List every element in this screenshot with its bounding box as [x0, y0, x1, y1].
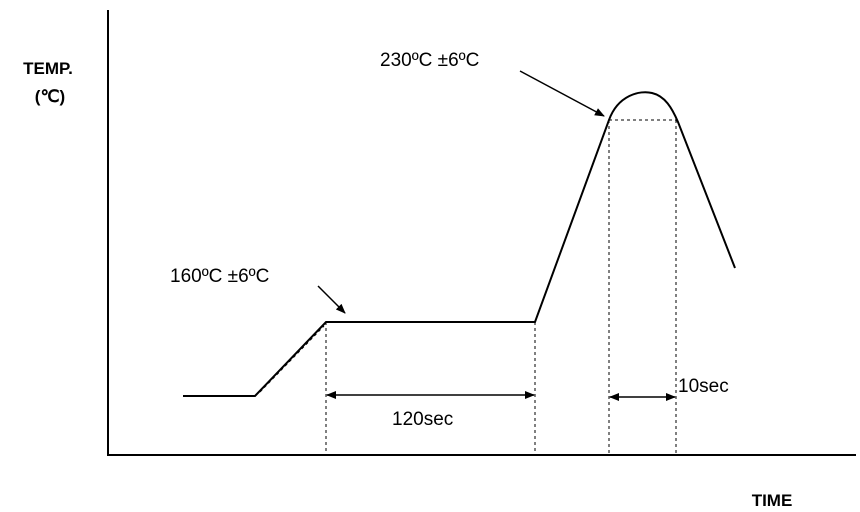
temperature-profile-curve: [183, 91, 736, 397]
ramp-dashed-overlay: [259, 325, 325, 393]
x-axis-title: TIME: [752, 491, 793, 510]
peak-temperature-label: 230ºC ±6ºC: [380, 50, 479, 71]
y-axis-unit: (℃): [35, 87, 65, 106]
peak-duration-label: 10sec: [678, 376, 729, 397]
preheat-duration-label: 120sec: [392, 409, 453, 430]
y-axis-title: TEMP.: [23, 59, 73, 78]
preheat-temperature-label: 160ºC ±6ºC: [170, 266, 269, 287]
peak-label-leader-arrow: [519, 70, 605, 117]
preheat-label-leader-arrow: [317, 285, 346, 314]
